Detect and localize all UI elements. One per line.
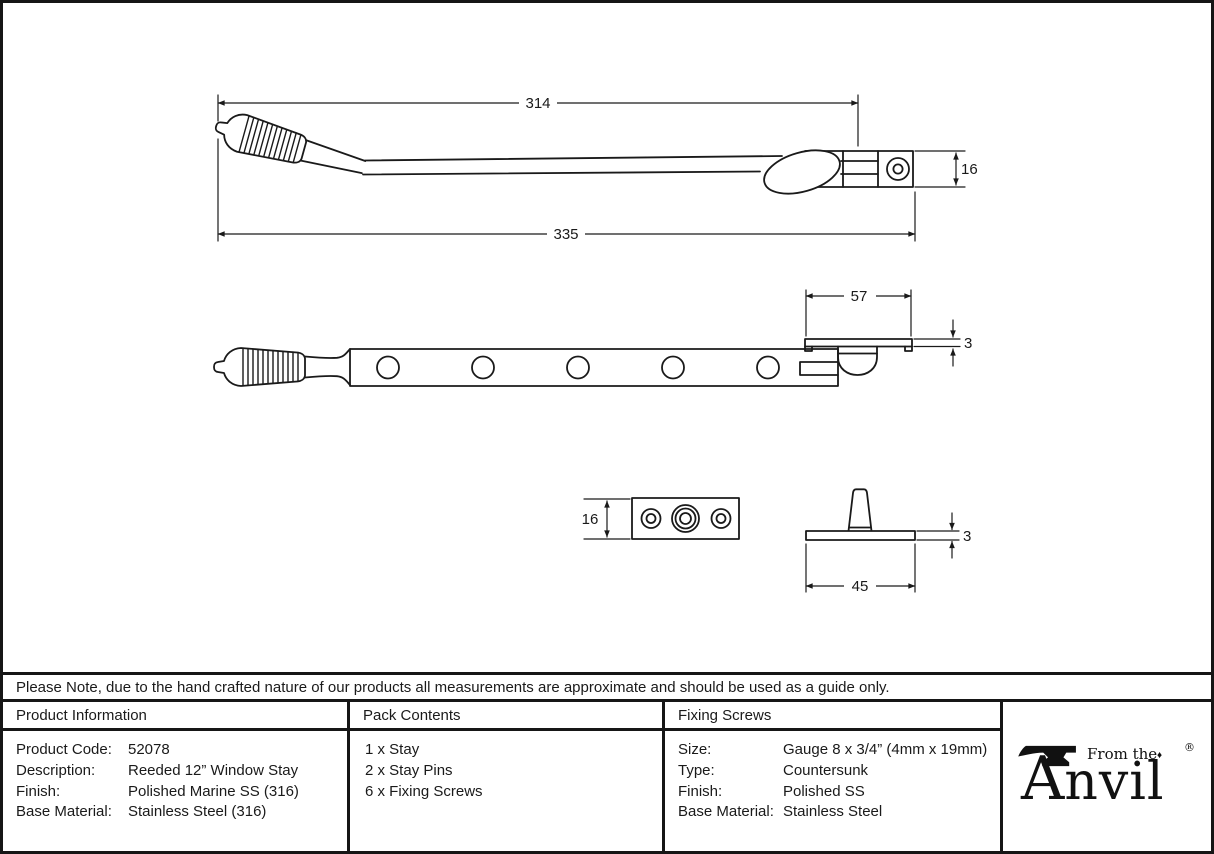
base-material-value: Stainless Steel (316) — [128, 803, 267, 821]
stay-hole-5 — [756, 355, 780, 380]
diamond-dot-icon: ♦ — [1157, 749, 1163, 761]
pin-base-plate — [805, 530, 916, 541]
screw-size-value: Gauge 8 x 3/4” (4mm x 19mm) — [783, 741, 988, 758]
reeded-handle-side — [214, 113, 367, 175]
product-info-table: Product Information Pack Contents Fixing… — [3, 702, 1211, 851]
pin-plate-extension-lines — [583, 498, 631, 540]
screw-size-label: Size: — [678, 741, 712, 758]
product-code-label: Product Code: — [16, 741, 112, 758]
screw-size-row: Size: Gauge 8 x 3/4” (4mm x 19mm) — [678, 740, 996, 761]
stay-hole-2 — [471, 355, 495, 380]
stay-tongue-lines — [840, 160, 879, 175]
stay-end-slot — [799, 361, 839, 376]
screw-base-material-value: Stainless Steel — [783, 803, 883, 821]
stay-plan-view-drawing: 57 3 — [213, 288, 972, 387]
dim-3-pin-label: 3 — [963, 528, 971, 545]
pin-plate-hole-right-outer — [710, 508, 732, 529]
fixing-screws-body: Size: Gauge 8 x 3/4” (4mm x 19mm) Type: … — [662, 731, 1000, 851]
pin-plate-hole-center-inner — [679, 512, 692, 525]
pack-item-stay: 1 x Stay — [365, 741, 420, 758]
brand-name-rest: nvil — [1064, 751, 1165, 812]
registered-trademark-icon: ® — [1184, 740, 1195, 754]
pack-item-fixing-screws: 6 x Fixing Screws — [365, 782, 483, 800]
dim-314-label: 314 — [525, 95, 550, 112]
brand-logo-cell: Anvil From the ♦ ® — [1000, 702, 1211, 851]
pack-item-stay-pins: 2 x Stay Pins — [365, 761, 453, 779]
fixing-screws-header: Fixing Screws — [662, 702, 1000, 731]
mount-plate-tabs — [804, 345, 913, 352]
stay-hole-3 — [566, 355, 590, 380]
stay-hole-1 — [376, 355, 400, 380]
pin-plate-hole-left-outer — [640, 508, 662, 529]
product-code-value: 52078 — [128, 741, 170, 758]
pack-contents-body: 1 x Stay 2 x Stay Pins 6 x Fixing Screws — [347, 731, 662, 851]
finish-value: Polished Marine SS (316) — [128, 782, 299, 800]
product-code-row: Product Code: 52078 — [16, 740, 343, 761]
pack-contents-header: Pack Contents — [347, 702, 662, 731]
stay-bar — [349, 348, 839, 387]
pin-plate-hole-center-outer — [671, 504, 700, 533]
pin-plate-hole-left-inner — [645, 513, 657, 524]
brand-name: Anvil — [1021, 744, 1164, 814]
stay-arm-top-edge — [364, 155, 783, 162]
pivot-hook — [837, 345, 878, 376]
dim-57-label: 57 — [851, 288, 868, 305]
dim-335-label: 335 — [553, 226, 578, 243]
screw-finish-label: Finish: — [678, 782, 723, 800]
screw-base-material-label: Base Material: — [678, 803, 774, 821]
dim-3-plan-label: 3 — [964, 335, 972, 352]
screw-type-value: Countersunk — [783, 761, 869, 779]
description-row: Description: Reeded 12” Window Stay — [16, 761, 343, 782]
pin-cone — [847, 488, 873, 532]
pin-plate-hole-center-mid — [674, 507, 697, 530]
technical-drawing-canvas: 314 335 16 — [213, 94, 978, 595]
stay-side-view-drawing: 314 335 16 — [214, 94, 978, 243]
product-information-header: Product Information — [3, 702, 347, 731]
stay-loop-end — [763, 149, 841, 195]
stay-pin-plate-drawing: 16 — [582, 497, 740, 540]
plan-view-extension-lines — [805, 289, 961, 348]
bracket-screw-hole-inner — [892, 163, 904, 175]
measurement-note-row: Please Note, due to the hand crafted nat… — [3, 672, 1211, 702]
stay-hole-4 — [661, 355, 685, 380]
dim-16-pin-label: 16 — [582, 511, 599, 528]
description-label: Description: — [16, 761, 96, 779]
base-material-row: Base Material: Stainless Steel (316) — [16, 802, 343, 823]
screw-finish-row: Finish: Polished SS — [678, 782, 996, 803]
bracket-screw-hole-outer — [886, 157, 910, 181]
finish-label: Finish: — [16, 782, 61, 800]
from-the-anvil-logo: Anvil From the ♦ ® — [1018, 740, 1195, 814]
screw-base-material-row: Base Material: Stainless Steel — [678, 802, 996, 823]
anvil-icon — [1018, 745, 1076, 766]
measurement-note-text: Please Note, due to the hand crafted nat… — [16, 678, 890, 696]
brand-tagline: From the — [1087, 744, 1158, 763]
stay-pin-side-drawing: 3 45 — [805, 488, 971, 595]
reeded-handle-plan — [213, 347, 351, 387]
description-value: Reeded 12” Window Stay — [128, 761, 299, 779]
dim-16-label: 16 — [961, 161, 978, 178]
dim-45-label: 45 — [852, 578, 869, 595]
brand-name-initial: A — [1021, 743, 1065, 814]
screw-finish-value: Polished SS — [783, 782, 865, 800]
base-material-label: Base Material: — [16, 803, 112, 821]
screw-type-row: Type: Countersunk — [678, 761, 996, 782]
screw-type-label: Type: — [678, 761, 715, 779]
finish-row: Finish: Polished Marine SS (316) — [16, 782, 343, 803]
pin-plate-hole-right-inner — [715, 513, 727, 524]
product-information-body: Product Code: 52078 Description: Reeded … — [3, 731, 347, 851]
mount-plate-plan — [804, 338, 913, 348]
bracket-divider-lines — [842, 150, 879, 188]
stay-arm-bottom-edge — [362, 170, 761, 176]
